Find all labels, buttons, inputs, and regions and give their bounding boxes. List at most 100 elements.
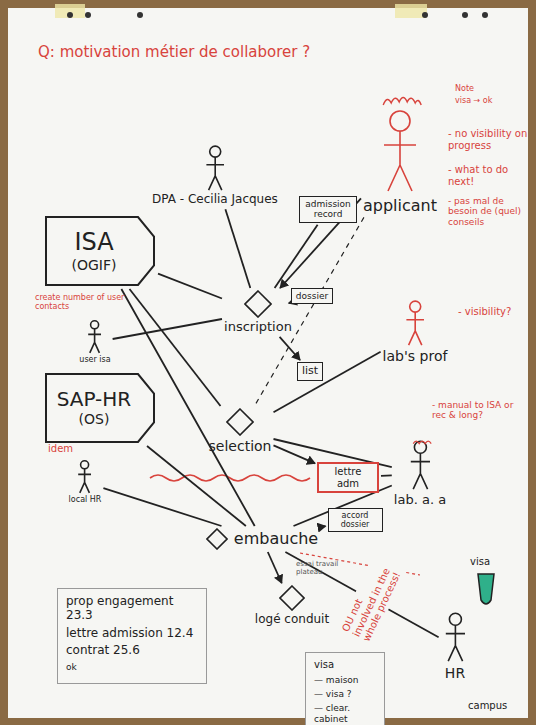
actor-head xyxy=(209,146,220,157)
note: visa → ok xyxy=(455,96,492,105)
node-text: — clear. cabinet xyxy=(314,703,376,724)
actor: HR xyxy=(441,612,470,681)
decision-diamond xyxy=(244,290,272,318)
node-text: ISA xyxy=(74,229,113,257)
actor: lab. a. a xyxy=(394,440,446,508)
wavy-line xyxy=(150,475,310,481)
actor: DPA - Cecilia Jacques xyxy=(152,145,278,207)
diamond-outline xyxy=(227,409,253,435)
node-text: admission record xyxy=(304,199,352,220)
actor-head xyxy=(390,111,410,131)
document-box: dossier xyxy=(291,288,333,304)
connector xyxy=(103,488,221,526)
actor-body xyxy=(206,157,224,190)
note: essai travail plateau xyxy=(296,560,366,576)
document-box: lettre adm xyxy=(317,462,379,493)
node-text: list xyxy=(302,365,318,378)
actor-head xyxy=(449,613,461,625)
connector xyxy=(268,552,282,583)
node-text: DPA - Cecilia Jacques xyxy=(152,193,278,207)
actor-body xyxy=(445,625,464,661)
note: - pas mal de besoin de (quel) conseils xyxy=(448,196,530,227)
node-text: local HR xyxy=(69,495,102,504)
node-text: HR xyxy=(441,665,470,681)
node-text: — visa ? xyxy=(314,689,376,699)
node-text: lettre admission 12.4 xyxy=(66,627,198,641)
connector xyxy=(158,274,222,299)
document-box: accord dossier xyxy=(328,508,383,532)
node-text: visa xyxy=(314,659,376,671)
decision-diamond xyxy=(206,528,228,550)
decision-node: embauche xyxy=(206,528,318,550)
connector xyxy=(225,209,250,288)
note-box: prop engagement 23.3 lettre admission 12.… xyxy=(57,588,207,684)
decision-node: inscription xyxy=(224,290,292,335)
actor-body xyxy=(410,453,429,489)
node-text: (OGIF) xyxy=(72,257,117,273)
node-text: applicant xyxy=(363,197,437,215)
node-text: lettre adm xyxy=(323,466,373,489)
decision-node: logé conduit xyxy=(255,585,329,627)
actor-figure xyxy=(406,440,435,493)
connector xyxy=(113,319,222,339)
actor-body xyxy=(406,312,424,345)
node-text: lab. a. a xyxy=(394,493,446,508)
connector xyxy=(274,352,381,413)
system-box: ISA(OGIF) xyxy=(44,215,156,287)
actor-head xyxy=(81,461,89,469)
node-text: logé conduit xyxy=(255,613,329,627)
diamond-outline xyxy=(207,529,227,549)
note: - what to do next! xyxy=(448,164,528,187)
connector xyxy=(130,289,221,406)
actor-head xyxy=(91,321,99,329)
system-box: SAP-HR(OS) xyxy=(44,372,156,444)
note: - visibility? xyxy=(458,306,511,318)
node-text: lab's prof xyxy=(383,348,448,364)
note: campus xyxy=(468,700,507,712)
diamond-outline xyxy=(280,586,304,610)
connector xyxy=(255,217,364,406)
document-box: admission record xyxy=(299,196,357,223)
decision-diamond xyxy=(226,408,254,436)
note: create number of user contacts xyxy=(35,293,160,311)
node-text: contrat 25.6 xyxy=(66,644,198,658)
actor-body xyxy=(384,131,416,191)
system-border xyxy=(46,217,154,285)
actor: local HR xyxy=(69,460,102,504)
actor-head xyxy=(409,301,420,312)
scribble xyxy=(383,98,421,106)
node-text: prop engagement 23.3 xyxy=(66,595,198,623)
actor-figure xyxy=(85,320,104,355)
document-box: list xyxy=(297,362,323,381)
node-text: accord dossier xyxy=(333,511,378,529)
connector xyxy=(147,446,246,526)
note: OU not involved in the whole process! xyxy=(338,554,407,646)
actor: applicant xyxy=(363,95,437,215)
test-tube xyxy=(478,574,494,604)
node-text: inscription xyxy=(224,320,292,335)
connector xyxy=(274,445,316,463)
note: Note xyxy=(455,84,474,93)
node-text: embauche xyxy=(234,530,318,548)
connector xyxy=(320,526,325,527)
actor-figure xyxy=(441,612,470,665)
actor-figure xyxy=(202,145,228,193)
note-box: visa— maison— visa ?— clear. cabinet xyxy=(305,652,385,725)
connector xyxy=(275,225,318,288)
note: visa xyxy=(470,556,490,568)
actor-body xyxy=(89,329,102,353)
connector xyxy=(381,474,392,476)
diamond-outline xyxy=(245,291,271,317)
scribble xyxy=(413,441,431,444)
note: idem xyxy=(48,443,73,455)
decision-diamond xyxy=(279,585,305,611)
node-text: SAP-HR xyxy=(57,388,132,411)
node-text: dossier xyxy=(296,291,328,301)
actor: user isa xyxy=(79,320,110,364)
note: - no visibility on progress xyxy=(448,128,528,151)
tape xyxy=(55,4,85,18)
actor-figure xyxy=(402,300,428,348)
node-text: user isa xyxy=(79,355,110,364)
node-text: selection xyxy=(209,438,272,454)
